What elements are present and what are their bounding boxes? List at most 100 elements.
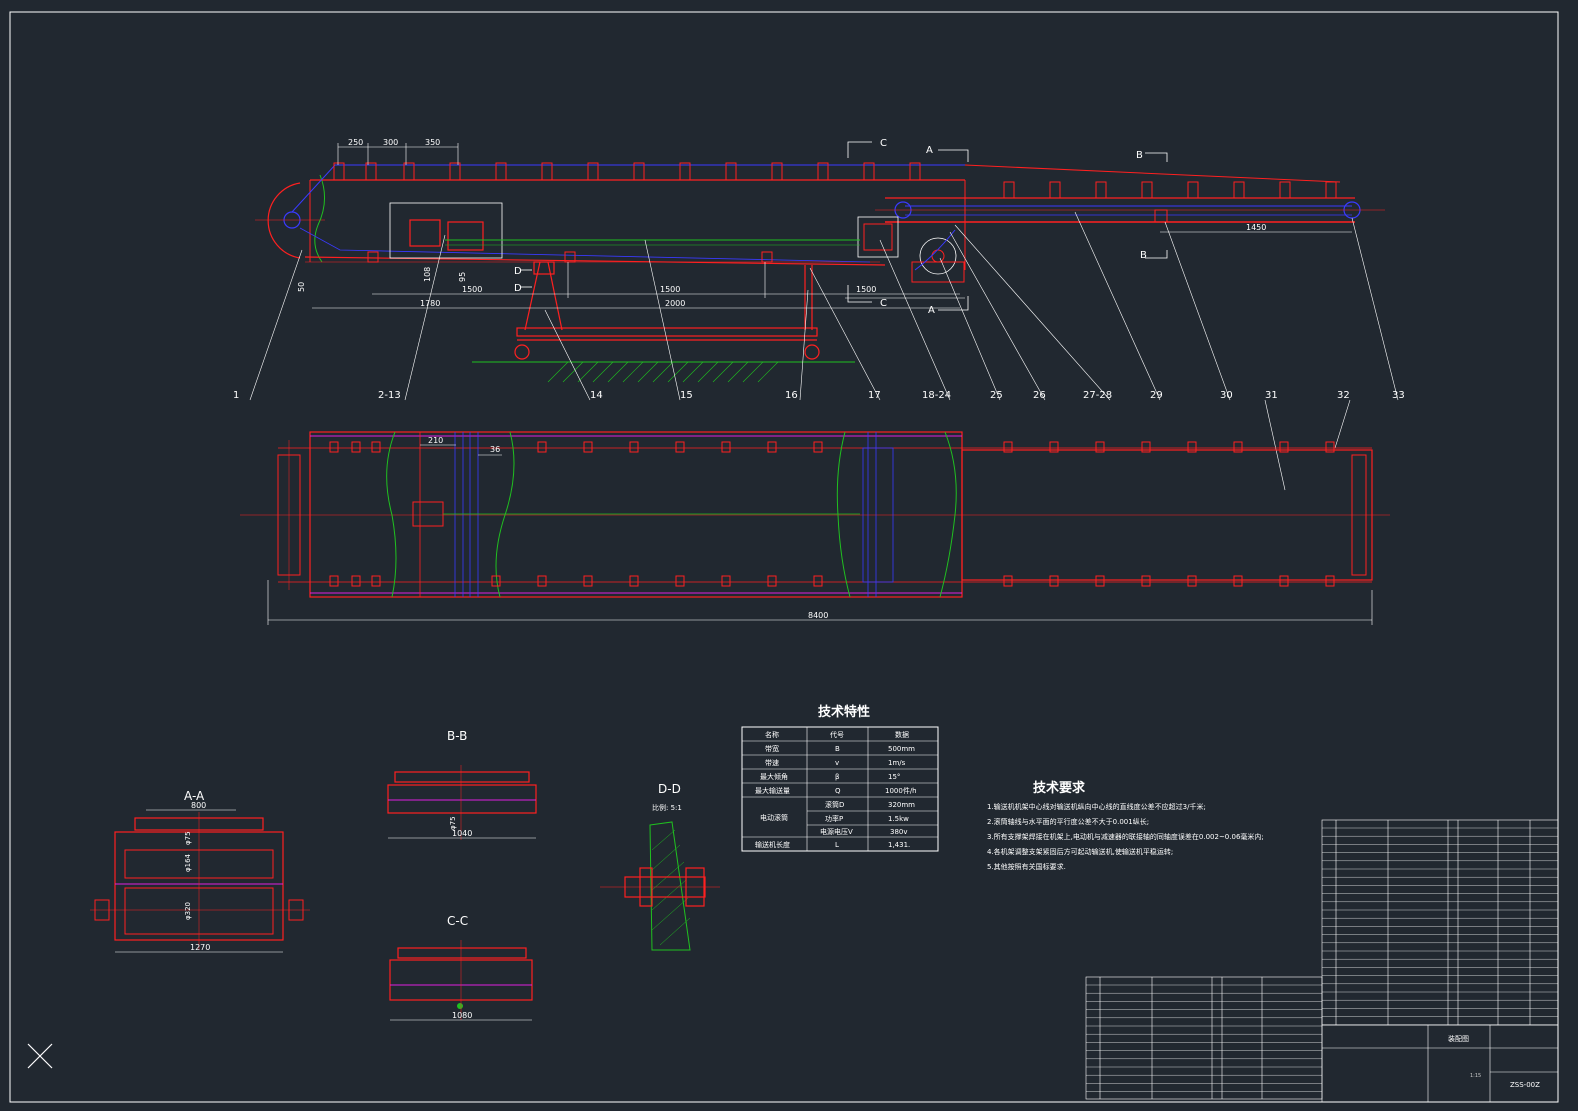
- tech-table: 技术特性 名称 代号 数据 带宽 B 500mm 带速 v 1m/s 最大倾角 …: [741, 704, 939, 852]
- tech-r4-code: 滚筒D: [825, 800, 844, 809]
- side-elevation-view: 250 300 350 1500 1500 1500 2000 1780 145…: [249, 138, 1399, 491]
- tech-r3-name: 最大输送量: [755, 786, 790, 795]
- dim-350: 350: [425, 138, 440, 147]
- tech-r3-val: 1000件/h: [885, 786, 917, 795]
- bb-dim-d75: φ75: [449, 816, 457, 830]
- requirement-5: 5.其他按照有关国标要求.: [987, 862, 1066, 871]
- trolley-wheel-right: [804, 344, 820, 360]
- title-block-code: ZSS-00Z: [1510, 1081, 1540, 1089]
- requirement-1: 1.输送机机架中心线对输送机纵向中心线的直线度公差不应超过3/千米;: [987, 802, 1206, 811]
- cc-dim-1080: 1080: [452, 1011, 472, 1020]
- tech-r7-code: L: [835, 841, 839, 849]
- requirement-2: 2.滚筒轴线与水平面的平行度公差不大于0.001纵长;: [987, 817, 1149, 826]
- tech-r6-val: 380v: [890, 828, 908, 836]
- section-a-a: A-A 800 1270 φ75 φ164 φ320: [90, 789, 310, 953]
- tech-r7-val: 1,431.: [888, 841, 910, 849]
- dim-2000: 2000: [665, 299, 685, 308]
- callout-1: 1: [233, 390, 239, 401]
- tech-hdr-data: 数据: [895, 730, 909, 739]
- section-a-a-title: A-A: [184, 789, 205, 803]
- callout-18-24: 18-24: [922, 390, 951, 401]
- requirement-4: 4.各机架调整支架紧固后方可起动输送机,使输送机平稳运转;: [987, 847, 1173, 856]
- tech-r6-code: 电源电压V: [820, 827, 853, 836]
- dim-300: 300: [383, 138, 398, 147]
- callout-2-13: 2-13: [378, 390, 401, 401]
- title-block-name: 装配图: [1448, 1034, 1469, 1043]
- section-mark-b-top: B: [1136, 150, 1143, 161]
- section-b-b: B-B 1040 φ75: [387, 729, 537, 840]
- dim-1450: 1450: [1246, 223, 1266, 232]
- aa-dim-1270: 1270: [190, 943, 210, 952]
- title-block-scale: 1:15: [1470, 1073, 1481, 1079]
- dim-1500-a: 1500: [462, 285, 482, 294]
- ground-hatch: [547, 361, 779, 383]
- callout-17: 17: [868, 390, 881, 401]
- dim-210: 210: [428, 436, 443, 445]
- tech-r5-val: 1.5kw: [888, 815, 909, 823]
- callout-33: 33: [1392, 390, 1405, 401]
- break-line: [314, 174, 325, 263]
- callout-25: 25: [990, 390, 1003, 401]
- close-icon[interactable]: [27, 1043, 53, 1069]
- aa-dim-800: 800: [191, 801, 206, 810]
- dim-36: 36: [490, 445, 500, 454]
- tech-r3-code: Q: [835, 787, 841, 795]
- callout-16: 16: [785, 390, 798, 401]
- callout-26: 26: [1033, 390, 1046, 401]
- tech-r2-code: β: [835, 773, 839, 781]
- callout-29: 29: [1150, 390, 1163, 401]
- section-c-c-title: C-C: [447, 914, 468, 928]
- callout-leaders: [249, 211, 1399, 491]
- callout-31: 31: [1265, 390, 1278, 401]
- section-mark-a-bottom: A: [928, 305, 935, 316]
- bb-dim-1040: 1040: [452, 829, 472, 838]
- dimension-lines: [312, 143, 1352, 309]
- section-mark-c-top: C: [880, 138, 887, 149]
- tech-merged-label: 电动滚筒: [760, 813, 788, 822]
- aa-dim-d75: φ75: [184, 831, 192, 845]
- tech-hdr-name: 名称: [765, 730, 779, 739]
- bom-rows: [1086, 827, 1558, 1092]
- tech-r2-name: 最大倾角: [760, 772, 788, 781]
- tech-r4-val: 320mm: [888, 801, 915, 809]
- dim-95: 95: [458, 272, 467, 282]
- tech-r1-code: v: [835, 759, 839, 767]
- belt-return: [299, 227, 871, 263]
- requirements-title: 技术要求: [1033, 780, 1086, 796]
- aa-dim-d320: φ320: [184, 902, 192, 920]
- dim-1500-b: 1500: [660, 285, 680, 294]
- drawing-frame: [9, 11, 1559, 1103]
- tech-r2-val: 15°: [888, 773, 900, 781]
- dim-250: 250: [348, 138, 363, 147]
- trolley-wheel-left: [514, 344, 530, 360]
- tech-r1-name: 带速: [765, 759, 779, 767]
- tech-r7-name: 输送机长度: [755, 840, 790, 849]
- section-d-d: D-D 比例: 5:1: [600, 782, 720, 951]
- tech-r0-name: 带宽: [765, 744, 779, 753]
- tech-table-title: 技术特性: [818, 704, 870, 720]
- aa-dim-d164: φ164: [184, 853, 192, 872]
- tech-r0-code: B: [835, 745, 840, 753]
- incline-idlers: [1003, 181, 1337, 199]
- tech-requirements: 技术要求 1.输送机机架中心线对输送机纵向中心线的直线度公差不应超过3/千米; …: [987, 780, 1264, 871]
- carrying-idlers: [333, 162, 921, 181]
- dim-50: 50: [297, 282, 306, 292]
- title-block: 装配图 ZSS-00Z 1:15: [1448, 1034, 1540, 1089]
- callout-15: 15: [680, 390, 693, 401]
- dim-8400: 8400: [808, 611, 828, 620]
- section-b-b-title: B-B: [447, 729, 467, 743]
- requirement-3: 3.所有支撑架焊接在机架上,电动机与减速器的联接轴的同轴度误差在0.002~0.…: [987, 832, 1264, 841]
- dim-1780: 1780: [420, 299, 440, 308]
- section-d-d-scale: 比例: 5:1: [652, 803, 682, 812]
- section-mark-c-bottom: C: [880, 298, 887, 309]
- callout-32: 32: [1337, 390, 1350, 401]
- drive-unit-box: [389, 202, 503, 259]
- section-c-c: C-C 1080: [389, 914, 533, 1021]
- callout-30: 30: [1220, 390, 1233, 401]
- head-pulley-cover: [267, 182, 301, 259]
- section-mark-d-top: D: [514, 266, 522, 277]
- bom-table: [1085, 819, 1559, 1103]
- section-mark-a-top: A: [926, 145, 933, 156]
- tech-hdr-code: 代号: [830, 730, 844, 739]
